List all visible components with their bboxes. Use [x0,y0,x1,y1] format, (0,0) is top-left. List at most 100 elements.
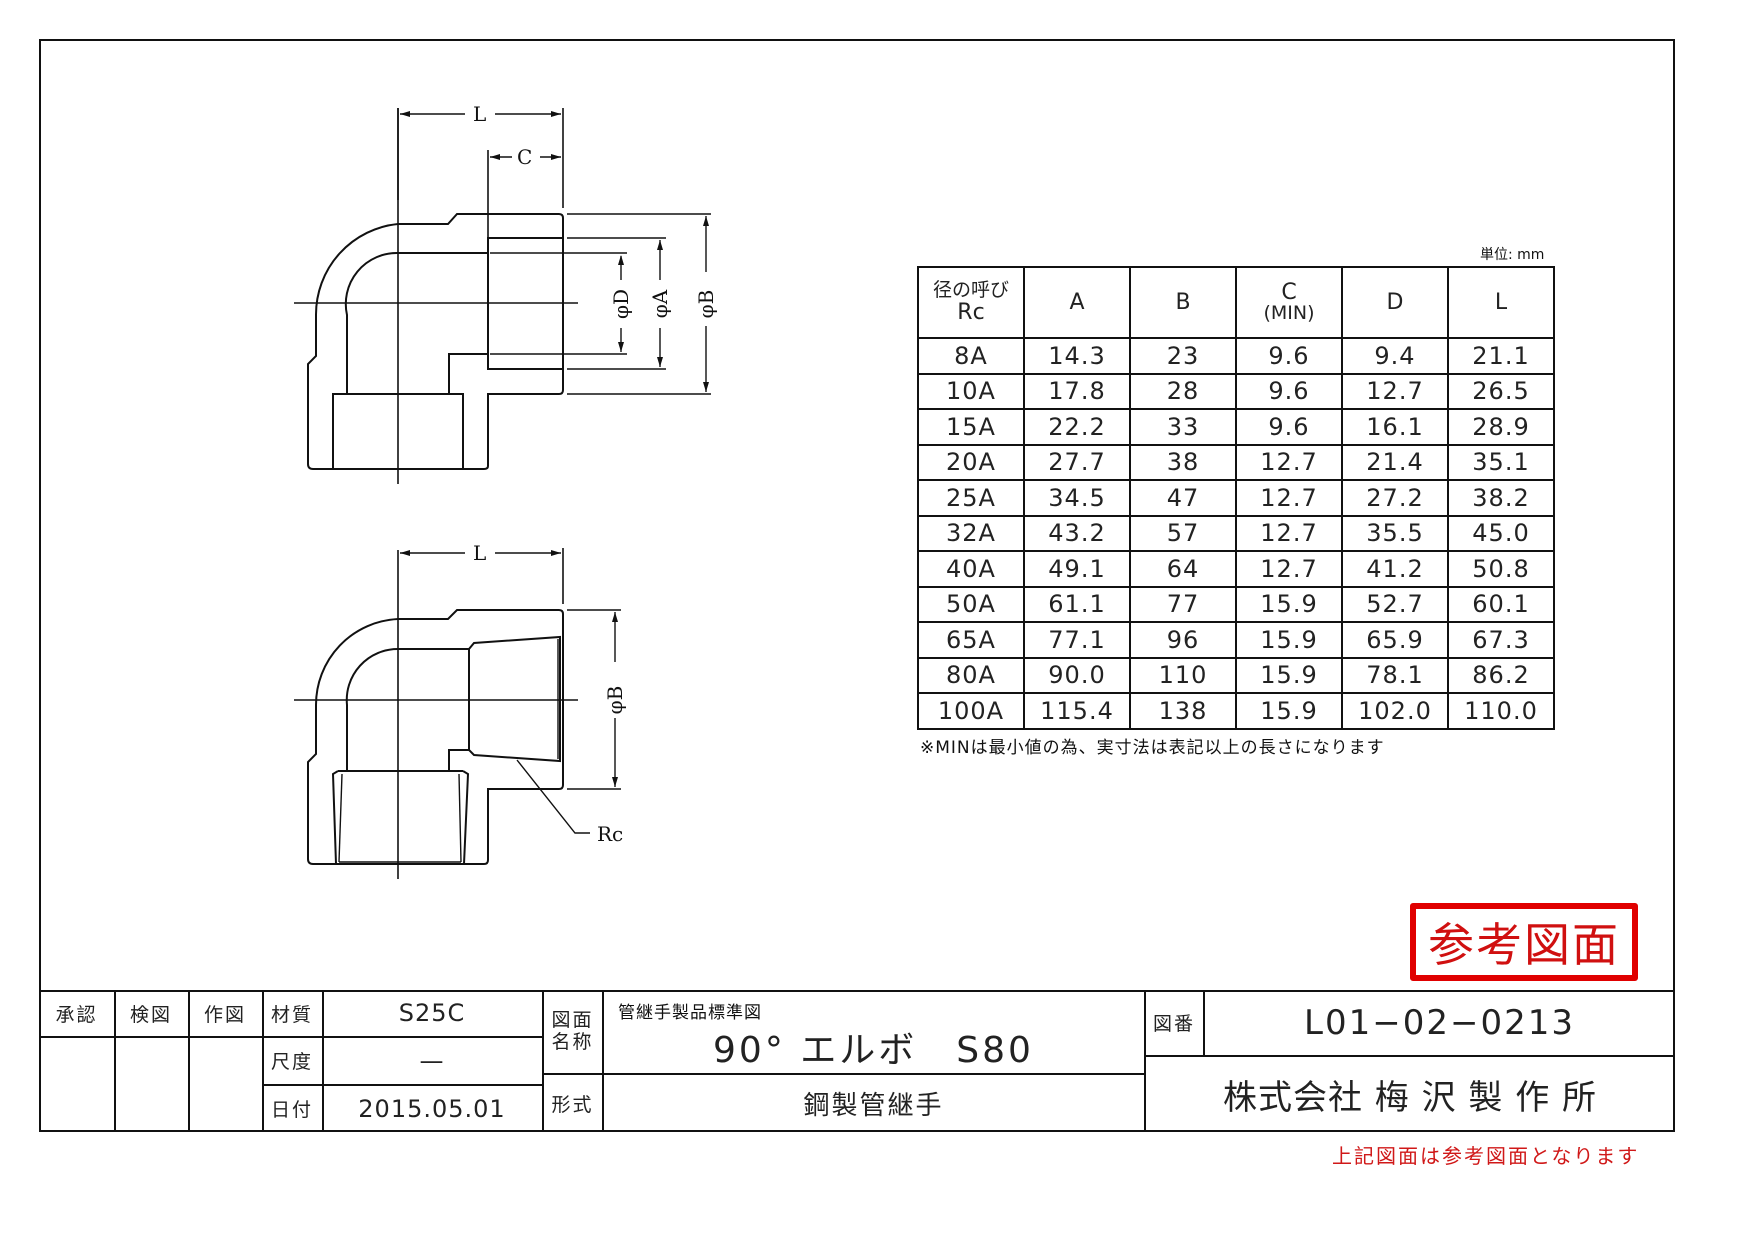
col-header-A: A [1023,266,1131,339]
table-cell: 52.7 [1341,585,1449,623]
table-cell: 15.9 [1235,692,1343,730]
table-cell: 49.1 [1023,550,1131,588]
table-cell: 32A [917,514,1025,552]
table-cell: 15.9 [1235,621,1343,659]
tb-line [262,1036,543,1038]
drawing-name-label: 図面 名称 [551,1008,594,1053]
table-cell: 80A [917,656,1025,694]
table-cell: 10A [917,372,1025,410]
table-cell: 26.5 [1447,372,1555,410]
tb-line [188,990,190,1132]
col-header-L: L [1447,266,1555,339]
table-cell: 15.9 [1235,656,1343,694]
scale-value: — [419,1046,445,1075]
table-cell: 20A [917,443,1025,481]
drawing-frame [39,39,1675,1132]
table-footnote: ※MINは最小値の為、実寸法は表記以上の長さになります [920,738,1385,758]
col-header-B: B [1129,266,1237,339]
table-cell: 12.7 [1235,550,1343,588]
company-name: 株式会社 梅 沢 製 作 所 [1222,1077,1598,1118]
table-cell: 65A [917,621,1025,659]
table-cell: 34.5 [1023,479,1131,517]
tb-line [114,990,116,1132]
tb-line [262,1084,543,1086]
dim-label-Rc: Rc [597,822,623,846]
tb-line [543,1073,1145,1075]
material-value: S25C [398,999,466,1027]
table-cell: 12.7 [1235,514,1343,552]
dim-label-L-bottom: L [473,541,486,565]
date-label: 日付 [270,1099,313,1121]
table-cell: 57 [1129,514,1237,552]
check-label: 検図 [129,1003,172,1026]
dim-label-phiB-top: φB [694,290,718,319]
unit-label: 単位: mm [1480,247,1545,263]
table-cell: 67.3 [1447,621,1555,659]
table-cell: 43.2 [1023,514,1131,552]
table-cell: 40A [917,550,1025,588]
approval-label: 承認 [55,1003,98,1026]
drawing-number-label: 図番 [1152,1013,1195,1035]
table-cell: 50A [917,585,1025,623]
drafted-label: 作図 [203,1003,246,1026]
table-cell: 77 [1129,585,1237,623]
bottom-view-elbow [294,548,621,879]
table-cell: 27.2 [1341,479,1449,517]
table-cell: 15A [917,408,1025,446]
reference-drawing-stamp: 参考図面 [1410,903,1638,981]
table-cell: 77.1 [1023,621,1131,659]
table-cell: 33 [1129,408,1237,446]
table-cell: 35.1 [1447,443,1555,481]
reference-notice: 上記図面は参考図面となります [1332,1144,1640,1168]
table-cell: 9.6 [1235,337,1343,375]
tb-line [322,990,324,1132]
table-cell: 110 [1129,656,1237,694]
table-cell: 60.1 [1447,585,1555,623]
col-header-D: D [1341,266,1449,339]
table-cell: 15.9 [1235,585,1343,623]
table-cell: 102.0 [1341,692,1449,730]
table-cell: 12.7 [1341,372,1449,410]
table-cell: 12.7 [1235,443,1343,481]
table-cell: 45.0 [1447,514,1555,552]
table-cell: 138 [1129,692,1237,730]
table-cell: 22.2 [1023,408,1131,446]
table-cell: 90.0 [1023,656,1131,694]
dim-label-C: C [517,145,532,169]
tb-line [1145,1055,1675,1057]
table-cell: 28.9 [1447,408,1555,446]
table-cell: 96 [1129,621,1237,659]
table-cell: 9.6 [1235,372,1343,410]
table-cell: 41.2 [1341,550,1449,588]
drawing-name-subtitle: 管継手製品標準図 [618,1003,762,1023]
col-header-C: C(MIN) [1235,266,1343,339]
tb-line [262,990,264,1132]
material-label: 材質 [270,1003,313,1026]
dim-label-phiD: φD [609,289,633,319]
table-cell: 110.0 [1447,692,1555,730]
type-label: 形式 [551,1093,594,1116]
top-view-elbow [294,108,711,484]
table-cell: 38.2 [1447,479,1555,517]
table-cell: 27.7 [1023,443,1131,481]
scale-label: 尺度 [270,1051,313,1073]
table-cell: 47 [1129,479,1237,517]
table-cell: 8A [917,337,1025,375]
table-cell: 21.4 [1341,443,1449,481]
dim-label-L-top: L [473,102,486,126]
table-cell: 25A [917,479,1025,517]
table-cell: 61.1 [1023,585,1131,623]
tb-line [1203,990,1205,1055]
table-cell: 115.4 [1023,692,1131,730]
